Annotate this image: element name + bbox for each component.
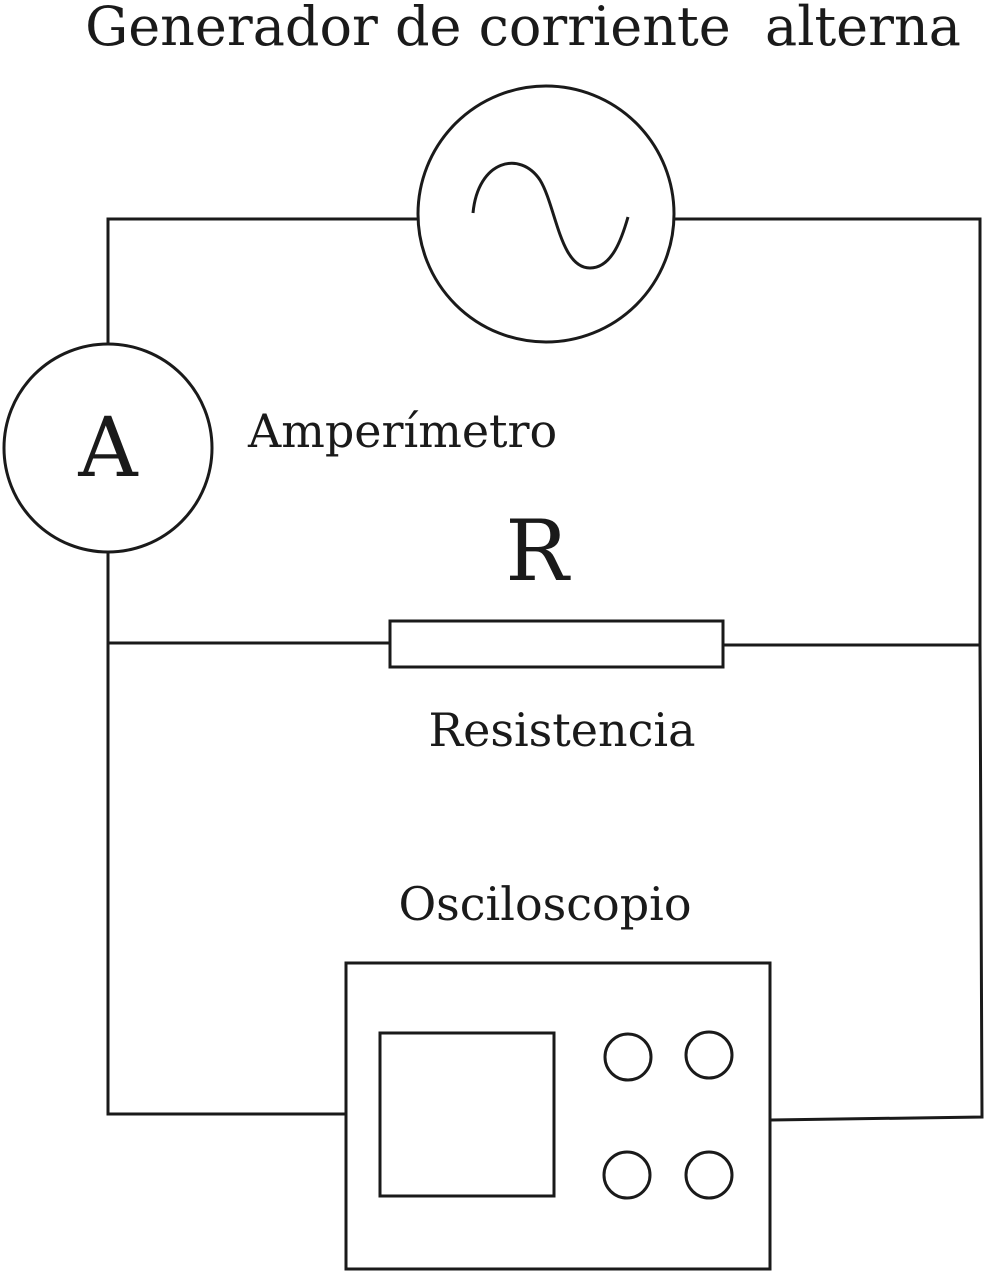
- oscilloscope-screen: [378, 1031, 556, 1198]
- circuit-wires: [106, 217, 984, 1122]
- ammeter: A: [2, 342, 214, 554]
- ammeter-label: Amperímetro: [247, 404, 557, 458]
- ac-generator: [416, 84, 676, 344]
- generator-label: Generador de corriente alterna: [85, 0, 961, 58]
- wire-top-left: [106, 217, 418, 350]
- knob-bottom-left-icon: [602, 1150, 652, 1200]
- resistor-label: Resistencia: [428, 703, 695, 757]
- ac-sine-icon: [471, 161, 630, 270]
- knob-top-left-icon: [603, 1032, 653, 1082]
- resistor-symbol: R: [505, 502, 571, 600]
- resistor-body: [388, 619, 725, 669]
- wire-left-rail: [106, 547, 346, 1116]
- ammeter-symbol: A: [77, 401, 139, 496]
- ammeter-circle: [2, 342, 214, 554]
- generator-circle: [416, 84, 676, 344]
- knob-bottom-right-icon: [684, 1150, 734, 1200]
- knob-top-right-icon: [684, 1030, 734, 1080]
- oscilloscope-label: Osciloscopio: [398, 877, 691, 931]
- oscilloscope: [344, 961, 772, 1271]
